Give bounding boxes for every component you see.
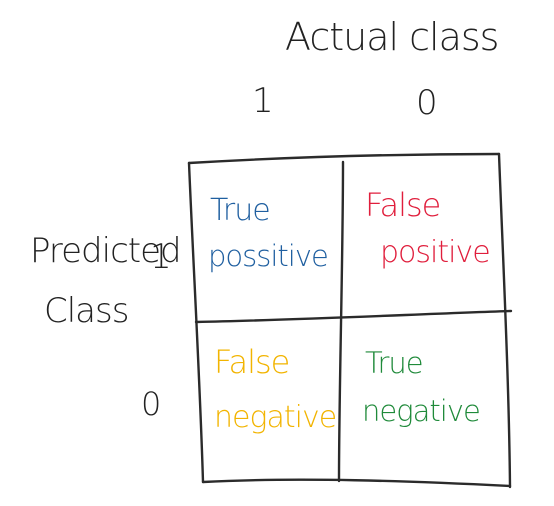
- predicted-class-label-line2: Class: [44, 291, 128, 331]
- cell-true-negative: True negative: [362, 346, 481, 428]
- grid-outer-right: [497, 152, 512, 489]
- grid-outer-top: [187, 152, 501, 165]
- grid-outer-bottom: [201, 478, 512, 488]
- cell-false-positive-line2: positive: [380, 235, 490, 270]
- grid-middle-horizontal: [194, 309, 513, 324]
- grid-middle-vertical: [337, 160, 345, 483]
- actual-column-1-label: 1: [252, 81, 273, 121]
- matrix-grid: [187, 152, 513, 489]
- cell-false-negative-line2: negative: [214, 400, 336, 435]
- cell-true-negative-line1: True: [365, 346, 423, 380]
- cell-true-positive: True possitive: [208, 193, 329, 273]
- cell-false-negative: False negative: [214, 343, 337, 435]
- cell-false-positive-line1: False: [365, 186, 440, 224]
- actual-class-label: Actual class: [285, 15, 498, 59]
- predicted-row-1-label: 1: [150, 237, 171, 277]
- cell-true-positive-line2: possitive: [208, 239, 328, 273]
- cell-false-negative-line1: False: [214, 343, 289, 381]
- predicted-class-label-line1: Predicted: [30, 231, 181, 271]
- cell-true-negative-line2: negative: [362, 394, 480, 428]
- actual-column-0-label: 0: [416, 83, 437, 123]
- cell-false-positive: False positive: [365, 186, 491, 270]
- predicted-row-0-label: 0: [141, 385, 160, 423]
- cell-true-positive-line1: True: [210, 193, 270, 228]
- grid-outer-left: [187, 161, 205, 484]
